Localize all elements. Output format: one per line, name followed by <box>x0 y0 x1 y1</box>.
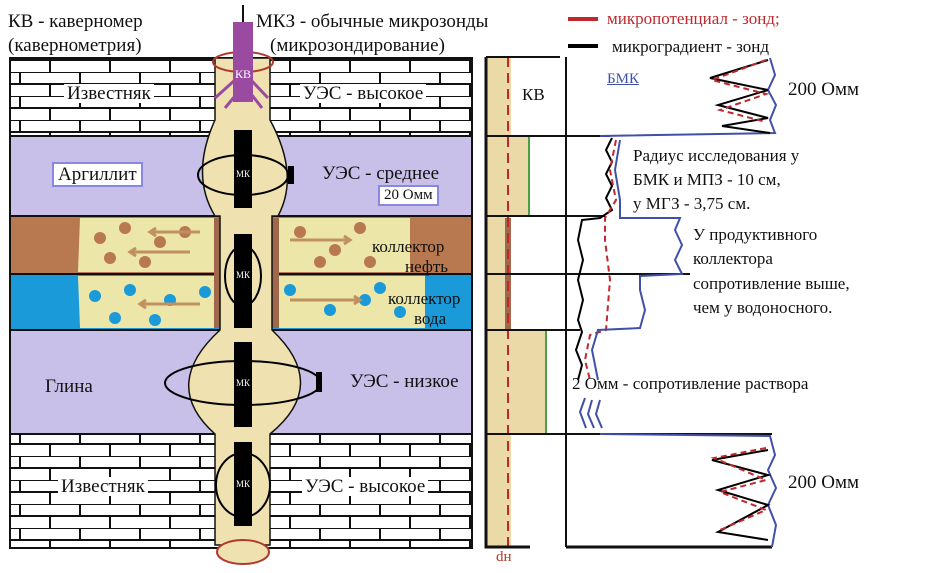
mudcake-right <box>271 218 279 328</box>
layer-label-argillite: Аргиллит <box>52 162 143 187</box>
legend-mpz-label: микропотенциал - зонд; <box>607 9 780 28</box>
mpz-curve-bottom <box>710 447 770 531</box>
microprobe-subtitle: (микрозондирование) <box>270 35 445 56</box>
bottom-resistivity-label: 200 Омм <box>788 472 860 493</box>
microprobe-title: МКЗ - обычные микрозонды <box>256 11 489 32</box>
mpz-curve-mid <box>583 139 618 381</box>
microprobe-label-2: МК <box>236 270 251 280</box>
layer-property-clay: УЭС - низкое <box>350 371 459 392</box>
microprobe-1 <box>197 130 294 208</box>
bmk-curve-bottom <box>599 433 778 548</box>
microprobe-label-1: МК <box>236 169 251 179</box>
layer-label-limestone-bottom: Известняк <box>58 477 148 496</box>
water-droplets <box>89 282 406 326</box>
invaded-zone-oil-right <box>275 218 410 272</box>
log-bmk-label: БМК <box>607 71 639 87</box>
layer-label-oil-2: нефть <box>405 257 449 276</box>
invaded-zone-water <box>78 276 220 328</box>
curves-mud-lower <box>578 397 603 429</box>
note-productive-3: сопротивление выше, <box>693 274 850 293</box>
caliper-tool <box>233 22 253 102</box>
note-radius-1: Радиус исследования у <box>633 146 800 165</box>
note-productive-2: коллектора <box>693 249 773 268</box>
microprobe-label-4: МК <box>236 479 251 489</box>
layer-label-oil-1: коллектор <box>372 237 445 256</box>
note-radius-3: у МГЗ - 3,75 см. <box>633 194 751 213</box>
microprobe-3 <box>164 342 322 427</box>
caliper-subtitle: (кавернометрия) <box>8 35 142 56</box>
microprobe-2 <box>224 234 262 328</box>
layer-label-water-2: вода <box>414 309 447 328</box>
layer-resistivity-argillite: 20 Омм <box>378 185 439 206</box>
note-productive-4: чем у водоносного. <box>693 298 833 317</box>
layer-label-water-1: коллектор <box>388 289 461 308</box>
mudcake-left <box>214 218 222 328</box>
top-resistivity-label: 200 Омм <box>788 79 860 100</box>
layer-label-limestone-top: Известняк <box>64 84 154 103</box>
mgz-curve-mid <box>574 137 614 381</box>
bmk-curve-mid <box>590 139 684 381</box>
filtrate-arrows <box>127 226 363 310</box>
bmk-curve-top <box>599 57 778 137</box>
geology-section <box>9 5 473 565</box>
microprobe-4 <box>215 442 271 526</box>
caliper-tool-label: КВ <box>235 67 252 81</box>
legend-mgz-label: микроградиент - зонд <box>612 37 769 56</box>
note-productive-1: У продуктивного <box>693 225 818 244</box>
microprobe-label-3: МК <box>236 378 251 388</box>
log-panel <box>484 17 778 549</box>
log-dn-label: dн <box>496 549 512 565</box>
borehole-bottom-rim <box>216 539 270 565</box>
layer-property-limestone-top: УЭС - высокое <box>300 84 427 103</box>
note-radius-2: БМК и МПЗ - 10 см, <box>633 170 781 189</box>
invaded-zone-water-right <box>275 276 425 328</box>
caliper-title: КВ - каверномер <box>8 11 143 32</box>
mpz-curve-top <box>708 59 770 123</box>
layer-property-limestone-bottom: УЭС - высокое <box>302 477 429 496</box>
note-mud-resistivity: 2 Омм - сопротивление раствора <box>572 374 809 393</box>
layer-label-clay: Глина <box>45 376 93 397</box>
mgz-curve-top <box>709 59 771 134</box>
log-kv-label: КВ <box>522 85 545 104</box>
layer-property-argillite: УЭС - среднее <box>322 163 440 184</box>
mgz-curve-bottom <box>711 449 772 541</box>
